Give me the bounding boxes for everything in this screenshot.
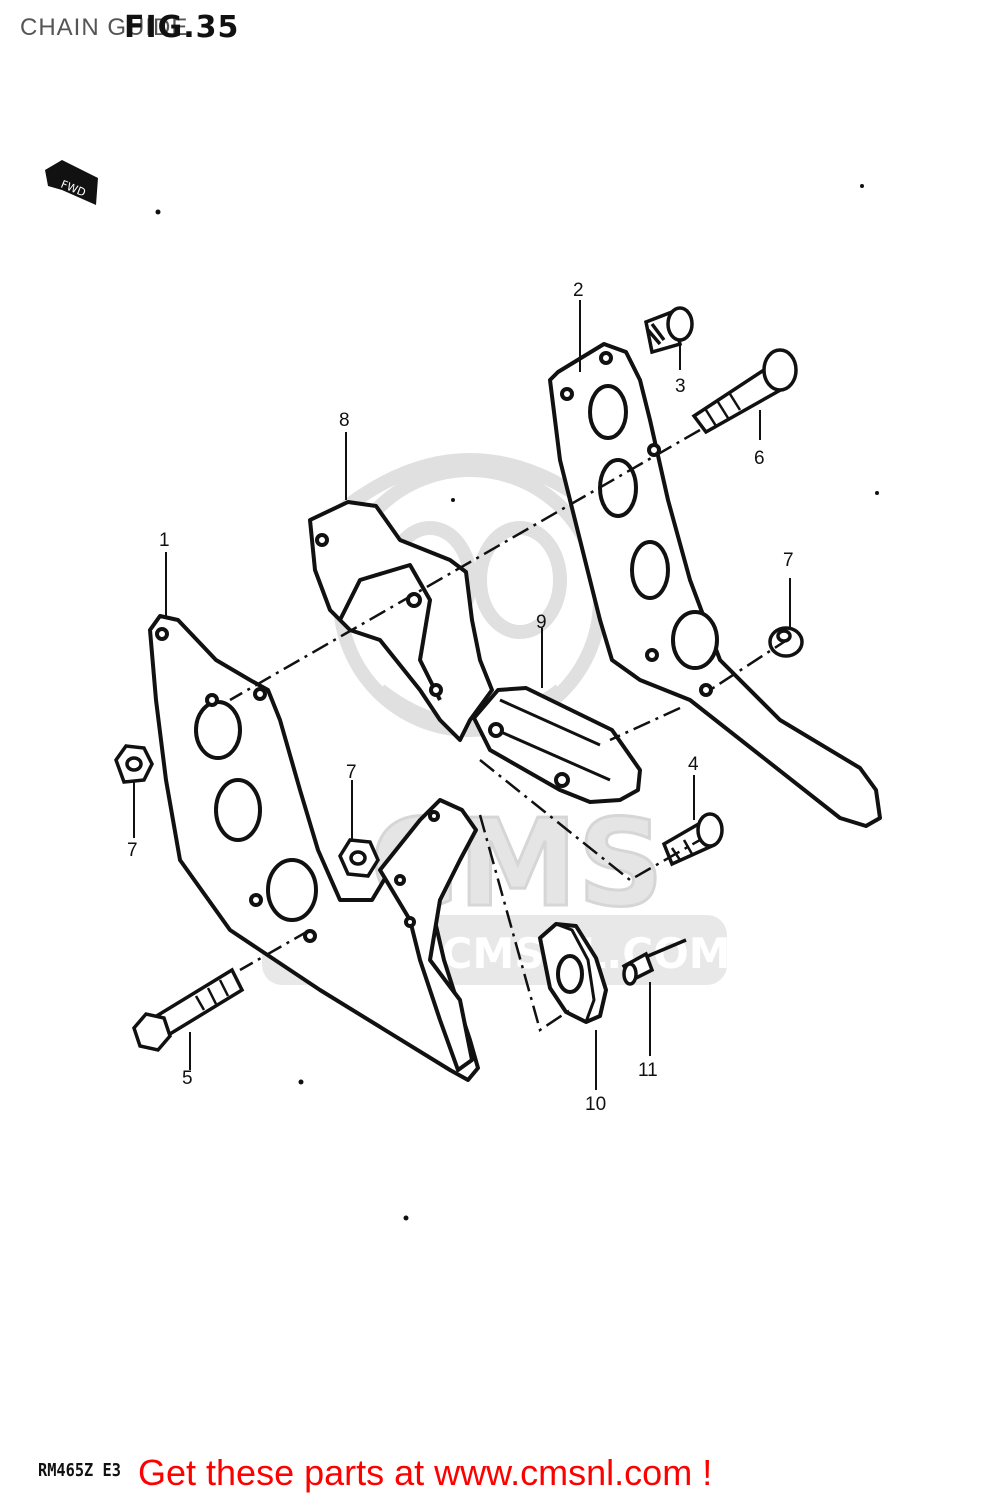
callout-1: 1 <box>159 530 170 551</box>
leader-lines <box>133 300 791 1090</box>
callout-numbers: 1 2 3 4 5 6 7 7 7 8 9 10 11 <box>127 280 794 1115</box>
page-title: CHAIN GUIDE <box>20 14 189 41</box>
callout-3: 3 <box>675 376 686 397</box>
callout-10: 10 <box>585 1094 606 1115</box>
part-3-bolt <box>643 306 694 355</box>
part-11-pin <box>621 938 687 986</box>
callout-9: 9 <box>536 612 547 633</box>
callout-5: 5 <box>182 1068 193 1089</box>
fwd-arrow-icon: FWD <box>45 160 98 205</box>
callout-2: 2 <box>573 280 584 301</box>
callout-7-right: 7 <box>783 550 794 571</box>
part-2-chain-guide-plate <box>548 342 882 828</box>
part-6-bolt <box>691 348 798 435</box>
part-1-chain-guide-plate <box>148 614 480 1082</box>
part-10-block <box>538 922 608 1024</box>
part-9-slider <box>472 686 642 804</box>
assembly-center-lines <box>229 428 791 1032</box>
callout-7-middle: 7 <box>346 762 357 783</box>
part-7-nut-left <box>114 744 154 784</box>
callout-11: 11 <box>638 1060 658 1081</box>
model-code: RM465Z E3 <box>38 1460 121 1481</box>
callout-8: 8 <box>339 410 350 431</box>
promo-link[interactable]: Get these parts at www.cmsnl.com ! <box>138 1452 713 1493</box>
callout-7-left: 7 <box>127 840 138 861</box>
callout-6: 6 <box>754 448 765 469</box>
part-8-bracket <box>308 500 494 742</box>
part-small-bracket <box>378 798 478 1072</box>
figure-label: FIG.35 <box>124 10 240 45</box>
part-7-nut-middle <box>338 838 380 878</box>
part-5-bolt <box>132 967 245 1052</box>
callout-4: 4 <box>688 754 699 775</box>
stray-dots <box>155 184 879 1221</box>
